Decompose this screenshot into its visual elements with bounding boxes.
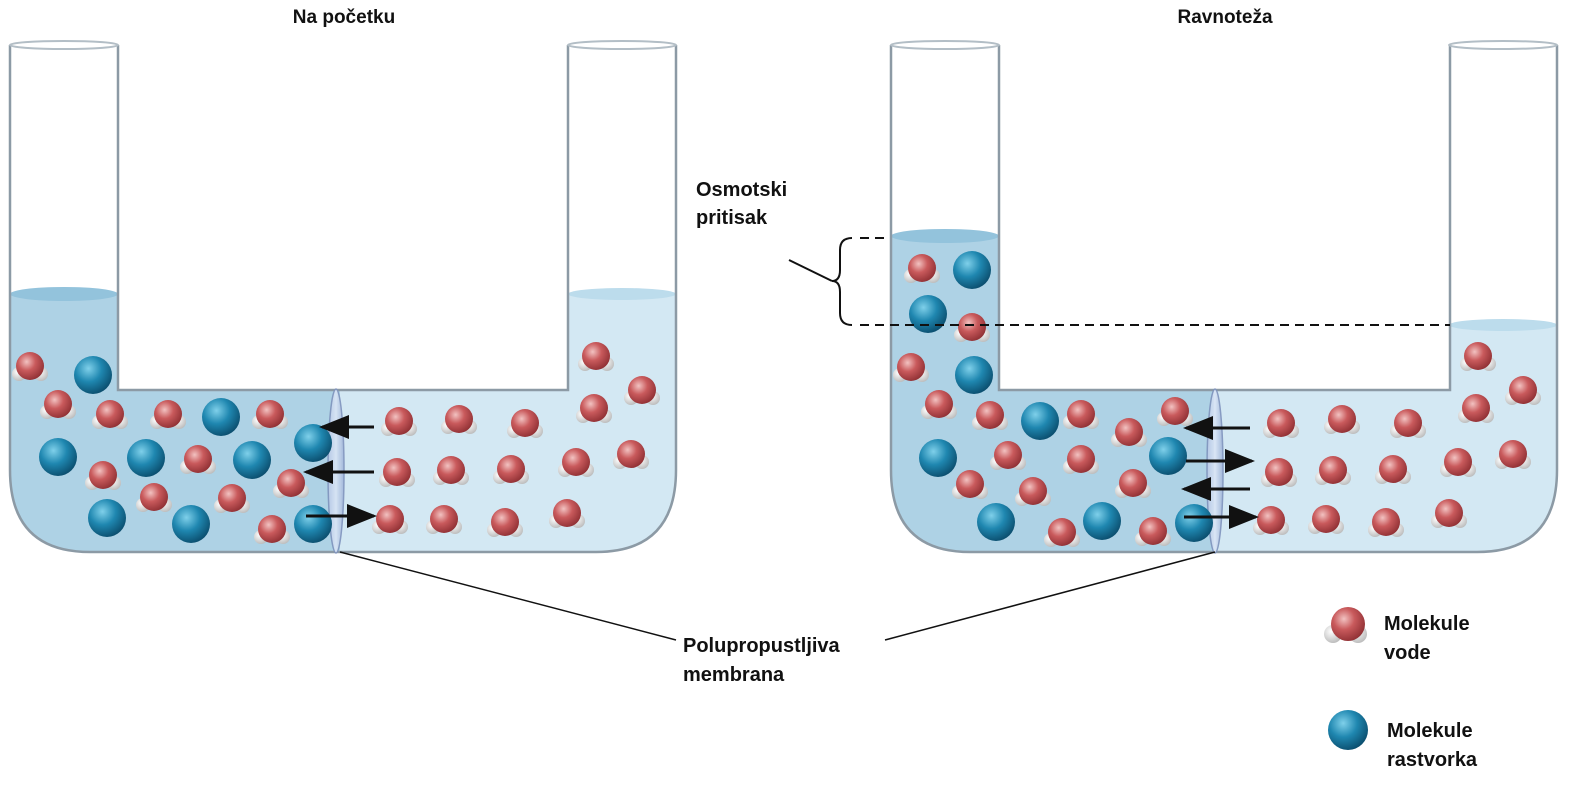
flow-arrows-equilibrium xyxy=(1181,416,1259,529)
membrane-label-line1: Polupropustljiva xyxy=(683,635,841,657)
legend-solute-label-line1: Molekule xyxy=(1387,720,1473,742)
osmotic-pressure-marker xyxy=(788,237,1450,326)
pressure-leader-line xyxy=(788,259,833,282)
tube-outline xyxy=(8,45,678,554)
solution-right-arm-equilibrium xyxy=(1214,325,1557,552)
osmotic-pressure-label-line2: pritisak xyxy=(696,207,768,229)
legend-solute-icon xyxy=(1328,710,1368,750)
u-tube-equilibrium xyxy=(889,40,1559,554)
osmotic-pressure-label-line1: Osmotski xyxy=(696,179,787,201)
title-initial: Na početku xyxy=(293,7,395,28)
legend-solute-label-line2: rastvorka xyxy=(1387,749,1478,771)
membrane-leader-lines xyxy=(339,551,1216,641)
flow-arrows-initial xyxy=(303,415,377,528)
tube-outline-equilibrium xyxy=(889,45,1559,554)
legend-water-label-line1: Molekule xyxy=(1384,613,1470,635)
pressure-brace xyxy=(831,237,853,326)
membrane-label-line2: membrana xyxy=(683,664,785,686)
legend-water-icon xyxy=(1324,607,1367,643)
legend xyxy=(1324,607,1368,750)
legend-water-label-line2: vode xyxy=(1384,642,1431,664)
title-equilibrium: Ravnoteža xyxy=(1177,7,1272,28)
